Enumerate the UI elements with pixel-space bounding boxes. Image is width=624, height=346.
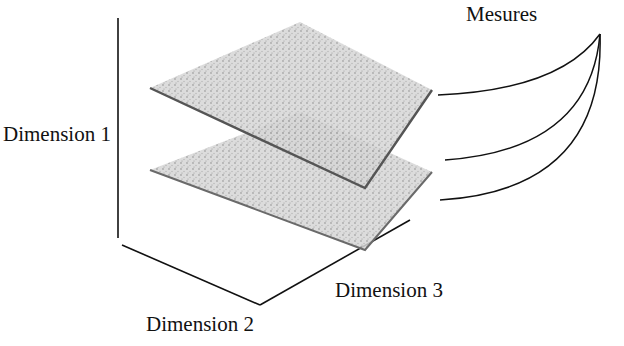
axis-line [117,18,119,238]
axis-label: Dimension 1 [3,122,111,146]
leader-curve [440,34,600,200]
measure-label: Mesures [466,2,537,26]
layer-edge [150,88,432,188]
axis-line [122,245,260,305]
leader-curve [445,34,600,160]
leader-curve [438,34,600,95]
measure-layer [150,22,432,188]
layer-edge [150,170,432,250]
axis-label: Dimension 3 [335,278,443,302]
axis-label: Dimension 2 [146,312,254,336]
